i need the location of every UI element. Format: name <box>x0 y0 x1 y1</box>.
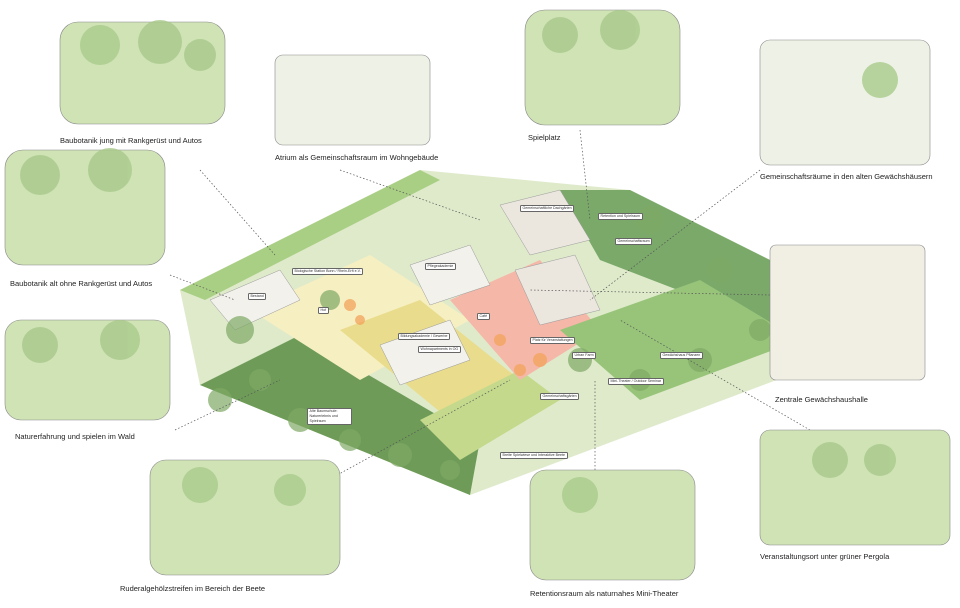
sketch-ruderal <box>149 459 341 576</box>
sketch-atrium <box>274 54 431 146</box>
orange-trees <box>344 299 547 376</box>
urban-farm <box>560 280 800 400</box>
building-housing-2 <box>514 254 601 326</box>
plan-label: Hof <box>318 307 329 314</box>
building-station <box>209 269 301 331</box>
plan-label: Bestand <box>248 293 267 300</box>
plan-label: Retention und Spielraum <box>598 213 643 220</box>
plan-label: Gewächshaus Pflanzen <box>660 352 703 359</box>
sketch-greenhouse-hall <box>769 244 926 381</box>
plan-label: Bildungsakademie / Gewerbe <box>398 333 450 340</box>
plan-label: Pflegeakademie <box>425 263 456 270</box>
plan-label: Urban Farm <box>572 352 597 359</box>
vignette-caption: Retentionsraum als naturnahes Mini-Theat… <box>530 589 679 598</box>
plan-label: Café <box>477 313 490 320</box>
north-hedge <box>180 170 440 300</box>
plan-label: Biologische Station Bonn / Rhein-Erft e.… <box>292 268 364 275</box>
sketch-greenhouse-rooms <box>759 39 931 166</box>
vignette-caption: Ruderalgehölzstreifen im Bereich der Bee… <box>120 584 266 593</box>
vignette-caption: Baubotanik alt ohne Rankgerüst und Autos <box>10 279 153 288</box>
plan-label: Breite Spielwiese und Interaktive Beete <box>500 452 568 459</box>
sketch-mini-theater <box>529 469 696 581</box>
plan-label: Gemeinschaftsraum <box>615 238 653 245</box>
vignette-caption: Gemeinschaftsräume in den alten Gewächsh… <box>760 172 933 181</box>
tree-canopies <box>208 206 832 480</box>
leader-lines <box>169 129 811 491</box>
vignette-caption: Spielplatz <box>528 133 561 142</box>
sketch-pergola <box>759 429 951 546</box>
vignette-caption: Veranstaltungsort unter grüner Pergola <box>760 552 890 561</box>
garden-beds <box>420 370 560 460</box>
building-care <box>409 244 491 306</box>
plan-label: Gemeinschaftsgärten <box>540 393 580 400</box>
plan-label: Mini-Theater / Outdoor Seminar <box>608 378 664 385</box>
vignette-caption: Atrium als Gemeinschaftsraum im Wohngebä… <box>275 153 439 162</box>
vignette-caption: Baubotanik jung mit Rankgerüst und Autos <box>60 136 202 145</box>
vignette-caption: Zentrale Gewächshaushalle <box>775 395 868 404</box>
plan-label: Gemeinschaftliche Dachgärten <box>520 205 575 212</box>
vignette-caption: Naturerfahrung und spielen im Wald <box>15 432 135 441</box>
plan-label: Platz für Veranstaltungen <box>530 337 576 344</box>
plan-label: Wohnapartments in OG <box>418 346 461 353</box>
plan-label: Alte Baumschule: Naturerlebnis und Spiel… <box>307 408 352 425</box>
